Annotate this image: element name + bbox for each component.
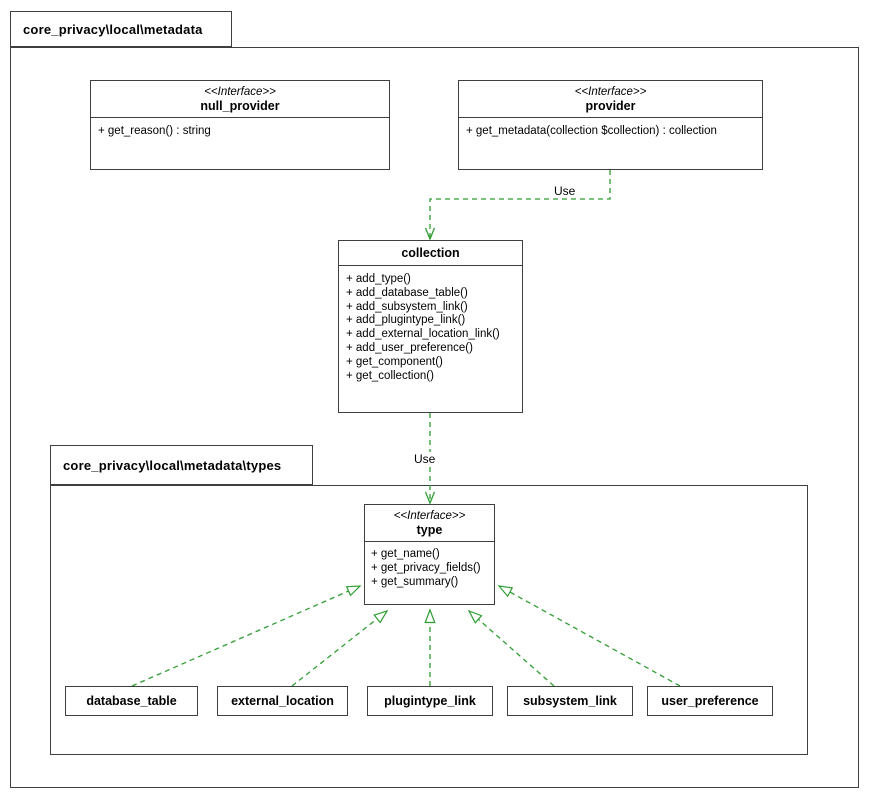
method-line: + get_component() — [346, 355, 443, 368]
null-provider-stereotype: <<Interface>> — [204, 86, 276, 98]
realization-arrow-user-preference-to-type[interactable] — [497, 585, 681, 687]
realization-arrow-external-location-to-type[interactable] — [291, 609, 389, 687]
class-user-preference[interactable]: user_preference — [647, 686, 773, 716]
dependency-arrow-provider-to-collection[interactable] — [424, 170, 611, 241]
package-types-label: core_privacy\local\metadata\types — [63, 457, 282, 473]
package-types-tab[interactable]: core_privacy\local\metadata\types — [50, 445, 313, 485]
class-collection[interactable]: collection + add_type() + add_database_t… — [338, 240, 523, 413]
edge-label-use-collection-type: Use — [412, 452, 438, 466]
external-location-name: external_location — [231, 694, 334, 708]
class-external-location[interactable]: external_location — [217, 686, 348, 716]
class-provider[interactable]: <<Interface>> provider + get_metadata(co… — [458, 80, 763, 170]
method-line: + get_summary() — [371, 575, 459, 588]
package-metadata-label: core_privacy\local\metadata — [23, 21, 203, 37]
database-table-name: database_table — [86, 694, 177, 708]
class-collection-header: collection — [339, 241, 522, 266]
package-types-body[interactable] — [50, 485, 808, 755]
method-line: + get_collection() — [346, 369, 434, 382]
type-methods: + get_name() + get_privacy_fields() + ge… — [365, 542, 494, 592]
class-subsystem-link[interactable]: subsystem_link — [507, 686, 633, 716]
provider-stereotype: <<Interface>> — [574, 86, 647, 98]
class-provider-header: <<Interface>> provider — [459, 81, 762, 118]
class-null-provider-header: <<Interface>> null_provider — [91, 81, 389, 118]
edge-label-use-provider-collection: Use — [552, 184, 578, 198]
class-plugintype-link[interactable]: plugintype_link — [367, 686, 493, 716]
class-database-table[interactable]: database_table — [65, 686, 198, 716]
method-line: + add_database_table() — [346, 286, 468, 299]
method-line: + add_user_preference() — [346, 341, 473, 354]
method-line: + add_type() — [346, 273, 411, 285]
realization-arrow-subsystem-link-to-type[interactable] — [467, 609, 555, 687]
null-provider-name: null_provider — [200, 99, 280, 113]
type-stereotype: <<Interface>> — [393, 510, 466, 522]
provider-name: provider — [585, 99, 636, 113]
null-provider-methods: + get_reason() : string — [91, 118, 389, 143]
user-preference-name: user_preference — [661, 694, 759, 708]
method-line: + add_subsystem_link() — [346, 300, 468, 313]
collection-name: collection — [401, 246, 460, 260]
class-null-provider[interactable]: <<Interface>> null_provider + get_reason… — [90, 80, 390, 170]
method-line: + get_metadata(collection $collection) :… — [466, 125, 717, 137]
method-line: + get_reason() : string — [98, 125, 211, 137]
type-name: type — [416, 523, 443, 537]
method-line: + add_external_location_link() — [346, 328, 500, 341]
subsystem-link-name: subsystem_link — [523, 694, 617, 708]
class-type[interactable]: <<Interface>> type + get_name() + get_pr… — [364, 504, 495, 605]
method-line: + get_name() — [371, 548, 440, 560]
method-line: + add_plugintype_link() — [346, 314, 466, 327]
provider-methods: + get_metadata(collection $collection) :… — [459, 118, 762, 143]
package-metadata-body[interactable] — [10, 47, 859, 788]
method-line: + get_privacy_fields() — [371, 561, 481, 574]
collection-methods: + add_type() + add_database_table() + ad… — [339, 266, 522, 387]
package-metadata-tab[interactable]: core_privacy\local\metadata — [10, 11, 232, 47]
realization-arrow-database-table-to-type[interactable] — [131, 585, 362, 687]
class-type-header: <<Interface>> type — [365, 505, 494, 542]
plugintype-link-name: plugintype_link — [384, 694, 476, 708]
